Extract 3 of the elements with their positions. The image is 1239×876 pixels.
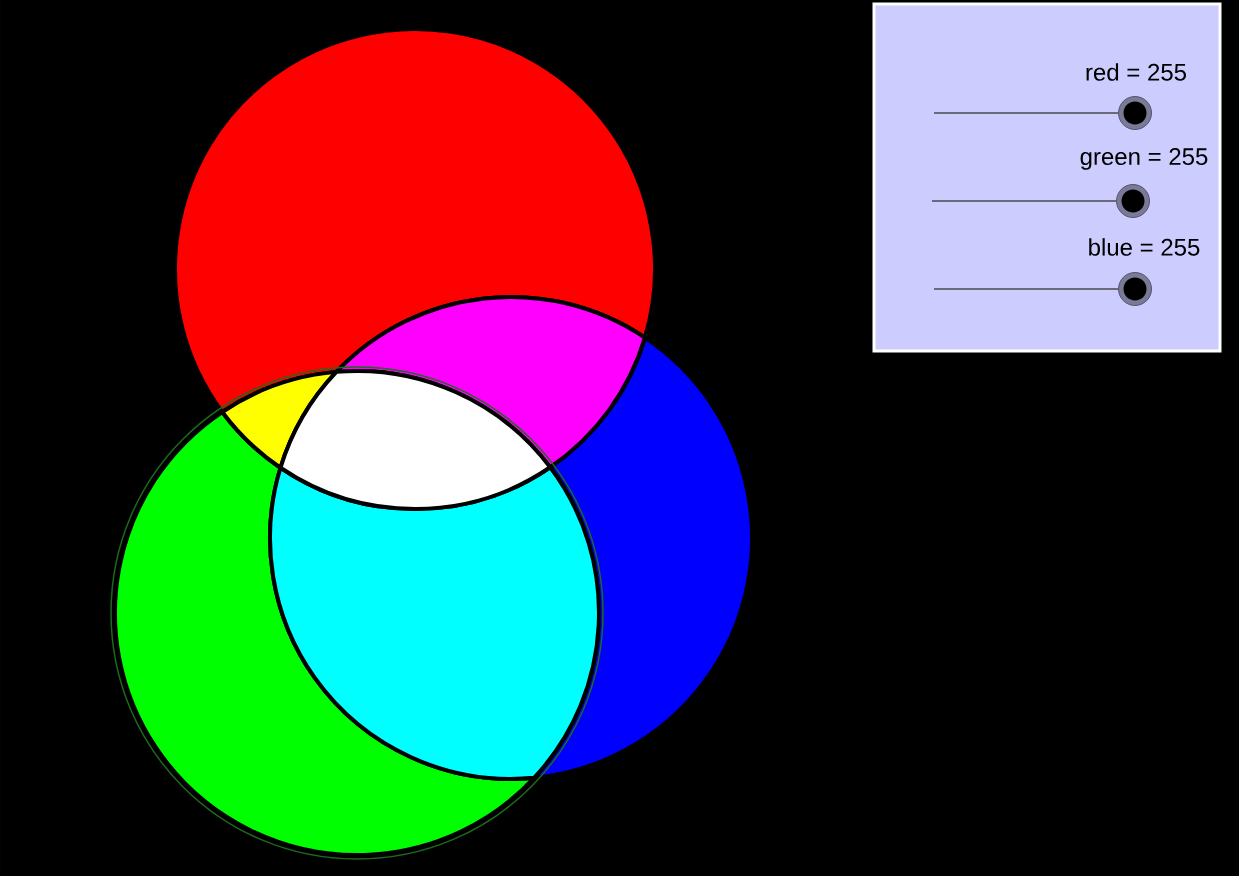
slider-label: blue = 255: [1089, 238, 1200, 256]
slider-label: green = 255: [1080, 148, 1208, 170]
slider-label: red = 255: [1086, 63, 1186, 81]
